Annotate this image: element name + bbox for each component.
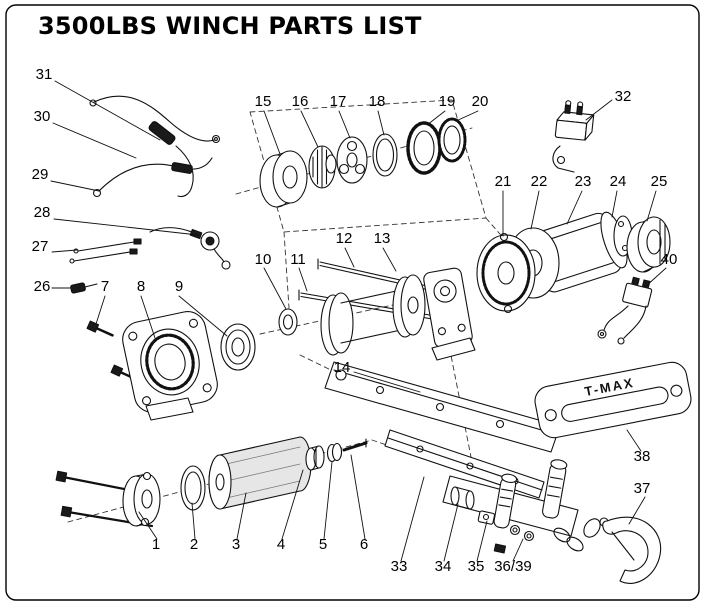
leader-line-31 xyxy=(54,80,161,141)
leader-line-11 xyxy=(298,267,308,292)
leader-line-18 xyxy=(377,110,385,136)
leader-line-16 xyxy=(300,110,319,148)
leader-line-3 xyxy=(236,492,247,540)
motor-bottom-group xyxy=(55,436,368,528)
leader-line-23 xyxy=(566,190,583,225)
leader-line-36-39 xyxy=(512,538,524,562)
leader-line-34 xyxy=(443,503,459,562)
callout-2: 2 xyxy=(190,536,198,553)
callout-29: 29 xyxy=(32,166,49,183)
callout-5: 5 xyxy=(319,536,327,553)
leader-line-5 xyxy=(323,461,333,540)
leader-line-17 xyxy=(338,110,351,139)
leader-line-12 xyxy=(344,247,355,268)
gear-housing-group xyxy=(86,311,256,421)
callout-16: 16 xyxy=(292,93,309,110)
callout-23: 23 xyxy=(575,173,592,190)
leader-line-2 xyxy=(191,502,196,540)
drum-assembly-group xyxy=(278,258,476,361)
callout-7: 7 xyxy=(101,278,109,295)
callout-9: 9 xyxy=(175,278,183,295)
callout-13: 13 xyxy=(374,230,391,247)
callout-24: 24 xyxy=(610,173,627,190)
fairlead-group: T-MAX xyxy=(534,361,692,439)
callout-17: 17 xyxy=(330,93,347,110)
callout-26: 26 xyxy=(34,278,51,295)
callout-22: 22 xyxy=(531,173,548,190)
callout-31: 31 xyxy=(36,66,53,83)
callout-34: 34 xyxy=(435,558,452,575)
leader-line-20 xyxy=(455,110,479,122)
leader-line-37 xyxy=(628,496,646,525)
wire-harness-group xyxy=(69,95,231,294)
leader-line-22 xyxy=(530,190,540,230)
callout-32: 32 xyxy=(615,88,632,105)
callout-10: 10 xyxy=(255,251,272,268)
callout-21: 21 xyxy=(495,173,512,190)
leader-line-10 xyxy=(263,267,287,310)
leader-line-25 xyxy=(646,190,657,222)
leader-line-14 xyxy=(353,371,421,393)
callout-28: 28 xyxy=(34,204,51,221)
leader-line-15 xyxy=(263,110,281,155)
callout-33: 33 xyxy=(391,558,408,575)
leader-line-13 xyxy=(382,247,397,272)
leader-line-1 xyxy=(138,511,158,540)
leader-line-24 xyxy=(611,190,618,218)
callout-20: 20 xyxy=(472,93,489,110)
frame-channel-group xyxy=(324,361,561,453)
hook-group xyxy=(583,516,662,584)
callout-40: 40 xyxy=(661,251,678,268)
motor-assembly-group xyxy=(476,211,671,314)
leader-line-29 xyxy=(50,180,100,192)
leader-line-4 xyxy=(281,469,304,540)
leader-line-6 xyxy=(350,454,366,540)
solenoid-switch-group xyxy=(552,100,595,173)
leader-lines xyxy=(50,80,667,562)
callout-30: 30 xyxy=(34,108,51,125)
callout-12: 12 xyxy=(336,230,353,247)
callout-15: 15 xyxy=(255,93,272,110)
callout-19: 19 xyxy=(439,93,456,110)
callout-18: 18 xyxy=(369,93,386,110)
callout-37: 37 xyxy=(634,480,651,497)
gear-train-group xyxy=(259,117,467,208)
leader-line-40 xyxy=(644,267,667,288)
leader-line-38 xyxy=(626,429,642,452)
leader-line-28 xyxy=(53,218,199,236)
leader-line-33 xyxy=(400,476,425,562)
callout-4: 4 xyxy=(277,536,285,553)
page-border xyxy=(5,4,700,601)
leader-line-30 xyxy=(52,122,137,159)
callouts: 31 30 29 28 27 26 7 8 9 15 16 17 18 19 2… xyxy=(32,66,678,575)
callout-27: 27 xyxy=(32,238,49,255)
leader-line-7 xyxy=(95,295,106,325)
leader-line-27 xyxy=(51,249,78,253)
callout-38: 38 xyxy=(634,448,651,465)
leader-line-32 xyxy=(585,99,613,121)
callout-36-39: 36/39 xyxy=(494,558,532,575)
base-assembly-group xyxy=(442,459,584,554)
leader-line-19 xyxy=(426,110,446,126)
page-title: 3500LBS WINCH PARTS LIST xyxy=(38,12,422,40)
callout-1: 1 xyxy=(152,536,160,553)
callout-11: 11 xyxy=(290,251,306,268)
leader-line-9 xyxy=(178,295,228,337)
leader-line-35 xyxy=(476,520,488,562)
callout-14: 14 xyxy=(334,359,351,376)
callout-6: 6 xyxy=(360,536,368,553)
callout-8: 8 xyxy=(137,278,145,295)
callout-25: 25 xyxy=(651,173,668,190)
leader-line-8 xyxy=(140,295,156,339)
callout-3: 3 xyxy=(232,536,240,553)
callout-35: 35 xyxy=(468,558,485,575)
